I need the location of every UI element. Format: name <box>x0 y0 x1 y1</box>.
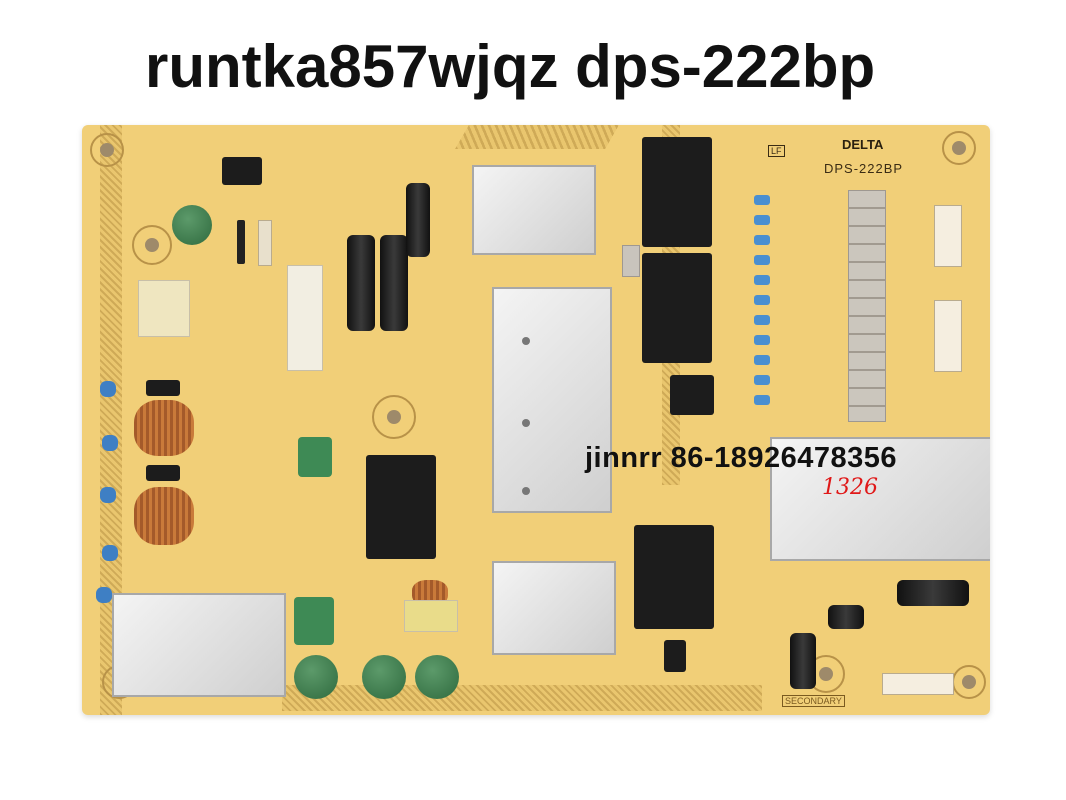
fuse <box>258 220 272 266</box>
ferrite-block <box>146 465 180 481</box>
contact-overlay: jinnrr 86-18926478356 <box>585 442 897 474</box>
mount-hole <box>372 395 416 439</box>
transformer-small <box>670 375 714 415</box>
connector <box>934 300 962 372</box>
model-number: DPS-222BP <box>824 161 904 176</box>
screw <box>522 419 530 427</box>
heatsink-shield <box>492 287 612 513</box>
main-transformer <box>634 525 714 629</box>
y-capacitor <box>96 587 112 603</box>
blue-capacitor <box>754 335 770 345</box>
ic-chip <box>664 640 686 672</box>
inductor-tape <box>404 600 458 632</box>
pcb-trace-left <box>100 125 122 715</box>
y-capacitor <box>100 381 116 397</box>
thermistor <box>362 655 406 699</box>
mount-hole <box>132 225 172 265</box>
pfc-transformer <box>366 455 436 559</box>
common-mode-choke <box>134 400 194 456</box>
electrolytic-capacitor <box>790 633 816 689</box>
blue-capacitor <box>754 395 770 405</box>
varistor <box>172 205 212 245</box>
electrolytic-capacitor <box>897 580 969 606</box>
common-mode-choke <box>134 487 194 545</box>
blue-capacitor <box>754 375 770 385</box>
electrolytic-capacitor <box>380 235 408 331</box>
resistor <box>237 220 245 264</box>
thermistor <box>415 655 459 699</box>
inductor-block <box>848 190 886 422</box>
heatsink-shield <box>492 561 616 655</box>
electrolytic-capacitor <box>828 605 864 629</box>
electrolytic-capacitor <box>347 235 375 331</box>
blue-capacitor <box>754 275 770 285</box>
y-capacitor <box>102 435 118 451</box>
output-connector <box>882 673 954 695</box>
ferrite <box>622 245 640 277</box>
handwritten-note: 1326 <box>822 475 878 500</box>
heatsink-shield <box>770 437 990 561</box>
delta-logo: DELTA <box>842 137 884 152</box>
lf-mark: LF <box>768 145 785 157</box>
blue-capacitor <box>754 195 770 205</box>
barcode-label <box>287 265 323 371</box>
screw <box>522 487 530 495</box>
y-capacitor <box>102 545 118 561</box>
transformer <box>642 137 712 247</box>
pcb-board: DELTA LF DPS-222BP 1326 <box>82 125 990 715</box>
product-title-overlay: runtka857wjqz dps-222bp <box>145 33 876 100</box>
filter-choke-tape <box>138 280 190 337</box>
y-capacitor <box>100 487 116 503</box>
film-capacitor <box>294 597 334 645</box>
mount-hole <box>942 131 976 165</box>
blue-capacitor <box>754 215 770 225</box>
blue-capacitor <box>754 295 770 305</box>
electrolytic-capacitor <box>406 183 430 257</box>
blue-capacitor <box>754 355 770 365</box>
bridge-rectifier-shield <box>112 593 286 697</box>
mount-hole <box>952 665 986 699</box>
film-capacitor <box>298 437 332 477</box>
pcb-trace-bottom <box>282 685 762 711</box>
secondary-silkscreen: SECONDARY <box>782 695 845 707</box>
transformer <box>642 253 712 363</box>
pcb-trace-top <box>455 125 619 149</box>
connector <box>934 205 962 267</box>
screw <box>522 337 530 345</box>
thermistor <box>294 655 338 699</box>
mount-hole <box>90 133 124 167</box>
ac-connector <box>222 157 262 185</box>
blue-capacitor <box>754 315 770 325</box>
ferrite-block <box>146 380 180 396</box>
heatsink-shield <box>472 165 596 255</box>
blue-capacitor <box>754 235 770 245</box>
blue-capacitor <box>754 255 770 265</box>
